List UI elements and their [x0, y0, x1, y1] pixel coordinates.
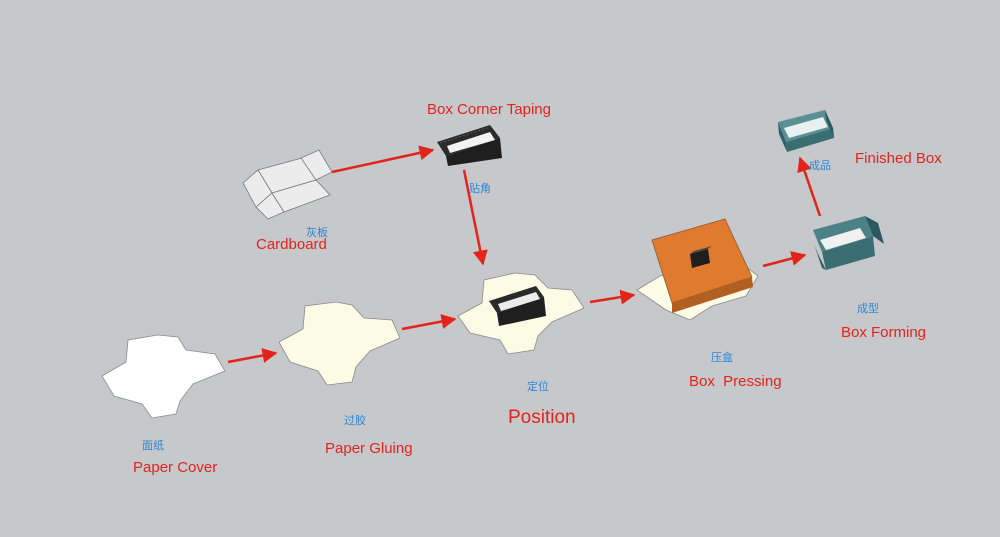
corner-taped-tray	[437, 125, 502, 166]
arrow-position-to-pressing	[589, 289, 636, 305]
label-box-corner-taping-zh: 贴角	[469, 183, 491, 195]
label-finished-box-zh: 成品	[809, 160, 831, 172]
label-box-forming-zh: 成型	[857, 303, 879, 315]
glued-paper-sheet	[278, 301, 401, 386]
label-paper-cover-zh: 面纸	[142, 440, 164, 452]
forming-box	[813, 216, 884, 270]
cardboard-blank	[242, 149, 333, 220]
label-box-pressing: Box Pressing	[689, 373, 782, 390]
arrow-forming-to-finished	[797, 156, 822, 217]
positioned-assembly	[457, 272, 585, 355]
label-paper-gluing-zh: 过胶	[344, 415, 366, 427]
label-cardboard: Cardboard	[256, 236, 327, 253]
label-paper-cover: Paper Cover	[133, 459, 218, 476]
arrow-taping-to-position	[462, 169, 488, 266]
arrow-gluing-to-position	[401, 314, 457, 331]
flow-arrows	[227, 145, 822, 364]
label-paper-gluing: Paper Gluing	[325, 440, 413, 457]
label-cardboard-zh: 灰板	[306, 227, 328, 239]
arrow-pressing-to-forming	[762, 251, 807, 268]
label-box-forming: Box Forming	[841, 324, 927, 341]
label-finished-box: Finished Box	[855, 150, 942, 167]
box-press-assembly	[636, 218, 759, 321]
finished-box	[778, 110, 834, 152]
paper-cover-sheet	[101, 334, 226, 419]
label-position-zh: 定位	[527, 381, 549, 393]
label-box-pressing-zh: 压盒	[711, 352, 733, 364]
label-box-corner-taping: Box Corner Taping	[427, 101, 551, 118]
label-position: Position	[508, 407, 576, 428]
arrow-cardboard-to-taping	[331, 145, 435, 174]
arrow-cover-to-gluing	[227, 348, 278, 364]
